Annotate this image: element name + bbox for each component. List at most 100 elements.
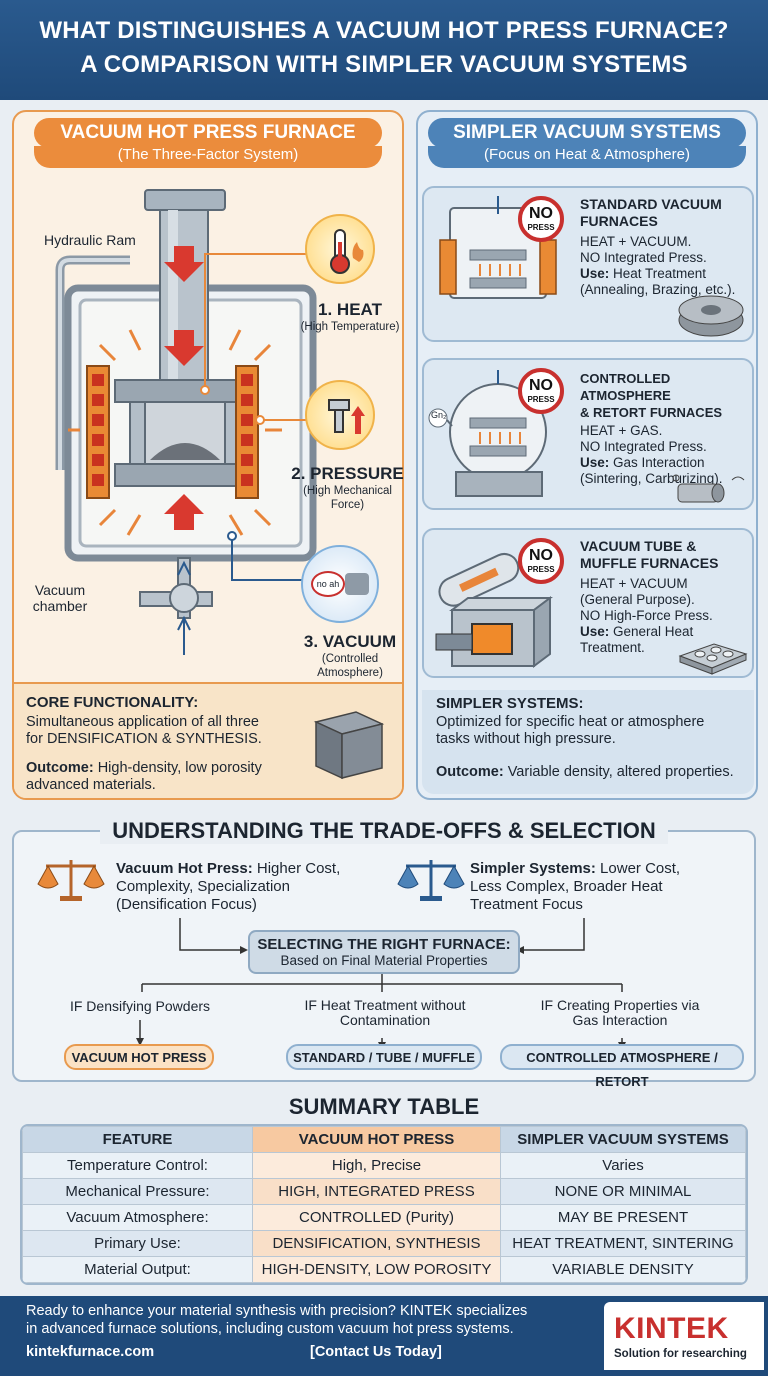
table-cell: NONE OR MINIMAL bbox=[500, 1178, 746, 1205]
pressure-factor-name: 2. PRESSURE bbox=[291, 464, 404, 483]
pump-icon bbox=[345, 573, 369, 595]
pressure-factor-desc1: (High Mechanical bbox=[303, 485, 392, 497]
no-press-badge-3: NO PRESS bbox=[518, 538, 564, 584]
controlled-atmosphere-text: CONTROLLED ATMOSPHERE & RETORT FURNACES … bbox=[580, 370, 755, 487]
vacuum-factor-desc1: (Controlled bbox=[321, 653, 379, 665]
table-cell: CONTROLLED (Purity) bbox=[252, 1204, 501, 1231]
vacuum-chamber-label-line1: Vacuum bbox=[34, 582, 86, 598]
branch-condition-2-line2: Contamination bbox=[339, 1012, 431, 1028]
simpler-systems-text1: Optimized for specific heat or atmospher… bbox=[436, 714, 705, 730]
branch-condition-1: IF Densifying Powders bbox=[50, 998, 230, 1015]
selecting-furnace-title: SELECTING THE RIGHT FURNACE: bbox=[257, 936, 511, 953]
tube-muffle-text: VACUUM TUBE & MUFFLE FURNACES HEAT + VAC… bbox=[580, 538, 752, 656]
controlled-atmosphere-l2: NO Integrated Press. bbox=[580, 439, 707, 454]
table-row: Vacuum Atmosphere: CONTROLLED (Purity) M… bbox=[22, 1204, 746, 1231]
core-outcome-label: Outcome: bbox=[26, 760, 94, 776]
standard-vacuum-l1: HEAT + VACUUM. bbox=[580, 234, 692, 249]
simpler-systems-text: Optimized for specific heat or atmospher… bbox=[436, 714, 704, 748]
table-cell: Vacuum Atmosphere: bbox=[22, 1204, 253, 1231]
branch-condition-3-line2: Gas Interaction bbox=[572, 1012, 668, 1028]
standard-vacuum-use-label: Use: bbox=[580, 266, 610, 281]
branch-condition-1-line1: IF Densifying Powders bbox=[69, 998, 211, 1014]
table-cell: High, Precise bbox=[252, 1152, 501, 1179]
tradeoffs-title: UNDERSTANDING THE TRADE-OFFS & SELECTION bbox=[100, 818, 668, 844]
retort-furnace-illustration bbox=[428, 370, 547, 497]
result-controlled-atmosphere: CONTROLLED ATMOSPHERE / RETORT bbox=[500, 1044, 744, 1089]
result-standard-tube-muffle: STANDARD / TUBE / MUFFLE bbox=[286, 1044, 482, 1070]
tradeoff-simpler-text1: Lower Cost, bbox=[595, 860, 681, 877]
standard-vacuum-text: STANDARD VACUUM FURNACES HEAT + VACUUM. … bbox=[580, 196, 752, 298]
table-cell: Mechanical Pressure: bbox=[22, 1178, 253, 1205]
heat-factor-name: 1. HEAT bbox=[318, 300, 382, 319]
table-row: Primary Use: DENSIFICATION, SYNTHESIS HE… bbox=[22, 1230, 746, 1257]
tradeoff-simpler-text2: Less Complex, Broader Heat bbox=[470, 878, 663, 895]
core-text-line1: Simultaneous application of all three bbox=[26, 714, 259, 730]
tradeoff-simpler-text3: Treatment Focus bbox=[470, 896, 583, 913]
controlled-atmosphere-use-label: Use: bbox=[580, 455, 610, 470]
pipe-fitting-icon bbox=[672, 474, 745, 503]
controlled-atmosphere-use1: Gas Interaction bbox=[609, 455, 705, 470]
vacuum-chamber-label-line2: chamber bbox=[32, 598, 88, 614]
simpler-systems-text2: tasks without high pressure. bbox=[436, 731, 616, 747]
no-press-badge-1-no: NO bbox=[529, 205, 553, 222]
branch-condition-2: IF Heat Treatment without Contamination bbox=[285, 998, 485, 1028]
page-title-line1: WHAT DISTINGUISHES A VACUUM HOT PRESS FU… bbox=[39, 17, 729, 44]
controlled-atmosphere-title2: & RETORT FURNACES bbox=[580, 405, 723, 420]
simpler-outcome-label: Outcome: bbox=[436, 764, 504, 780]
tradeoff-hot-press-text3: (Densification Focus) bbox=[116, 896, 257, 913]
tradeoff-hot-press-text2: Complexity, Specialization bbox=[116, 878, 290, 895]
tube-muffle-use2: Treatment. bbox=[580, 640, 645, 655]
table-cell: Temperature Control: bbox=[22, 1152, 253, 1179]
footer-text-line2: in advanced furnace solutions, including… bbox=[26, 1321, 514, 1337]
dense-material-icon bbox=[306, 700, 390, 784]
scale-icon-right bbox=[397, 860, 465, 901]
vacuum-pump-gauge: no ah bbox=[311, 571, 345, 597]
pressure-factor: 2. PRESSURE (High Mechanical Force) bbox=[290, 464, 405, 512]
page-title-line2: A COMPARISON WITH SIMPLER VACUUM SYSTEMS bbox=[80, 51, 688, 78]
result-vacuum-hot-press: VACUUM HOT PRESS bbox=[64, 1044, 214, 1070]
ring-part-icon bbox=[678, 295, 744, 337]
hot-press-title: VACUUM HOT PRESS FURNACE bbox=[34, 118, 382, 148]
summary-header-row: FEATURE VACUUM HOT PRESS SIMPLER VACUUM … bbox=[22, 1126, 746, 1153]
footer-text: Ready to enhance your material synthesis… bbox=[26, 1302, 606, 1338]
table-row: Mechanical Pressure: HIGH, INTEGRATED PR… bbox=[22, 1178, 746, 1205]
no-press-badge-3-no: NO bbox=[529, 547, 553, 564]
selecting-furnace-sub: Based on Final Material Properties bbox=[280, 953, 488, 968]
core-text-line2: for DENSIFICATION & SYNTHESIS. bbox=[26, 731, 262, 747]
contact-us-link[interactable]: [Contact Us Today] bbox=[310, 1344, 442, 1360]
standard-vacuum-title2: FURNACES bbox=[580, 213, 658, 229]
heat-factor: 1. HEAT (High Temperature) bbox=[300, 300, 400, 335]
summary-title: SUMMARY TABLE bbox=[288, 1094, 480, 1119]
controlled-atmosphere-l1: HEAT + GAS. bbox=[580, 423, 663, 438]
core-outcome-text1: High-density, low porosity bbox=[93, 760, 262, 776]
decision-flow-lines bbox=[136, 918, 626, 1050]
footer-text-line1: Ready to enhance your material synthesis… bbox=[26, 1303, 528, 1319]
core-title: CORE FUNCTIONALITY: bbox=[26, 694, 199, 711]
branch-condition-3: IF Creating Properties via Gas Interacti… bbox=[520, 998, 720, 1028]
footer: Ready to enhance your material synthesis… bbox=[0, 1296, 768, 1376]
controlled-atmosphere-use2: (Sintering, Carburizing). bbox=[580, 471, 723, 486]
tube-muffle-illustration bbox=[435, 552, 553, 668]
tradeoff-hot-press: Vacuum Hot Press: Higher Cost, Complexit… bbox=[116, 860, 340, 914]
simpler-subtitle: (Focus on Heat & Atmosphere) bbox=[428, 146, 746, 168]
selecting-furnace-box: SELECTING THE RIGHT FURNACE: Based on Fi… bbox=[248, 930, 520, 974]
no-press-badge-1-press: PRESS bbox=[527, 223, 555, 232]
vacuum-factor: 3. VACUUM (Controlled Atmosphere) bbox=[300, 632, 400, 680]
vacuum-factor-desc2: Atmosphere) bbox=[317, 667, 383, 679]
no-press-badge-2-no: NO bbox=[529, 377, 553, 394]
lego-part-icon bbox=[678, 643, 748, 675]
footer-site-link[interactable]: kintekfurnace.com bbox=[26, 1344, 155, 1360]
tradeoff-simpler: Simpler Systems: Lower Cost, Less Comple… bbox=[470, 860, 680, 914]
hot-press-subtitle: (The Three-Factor System) bbox=[34, 146, 382, 168]
tube-muffle-l2: (General Purpose). bbox=[580, 592, 695, 607]
core-outcome: Outcome: High-density, low porosity adva… bbox=[26, 760, 262, 794]
vacuum-factor-icon: no ah bbox=[301, 545, 379, 623]
table-row: Material Output: HIGH-DENSITY, LOW POROS… bbox=[22, 1256, 746, 1283]
branch-condition-2-line1: IF Heat Treatment without bbox=[304, 997, 466, 1013]
tradeoff-hot-press-bold: Vacuum Hot Press: bbox=[116, 860, 253, 877]
vacuum-chamber-label: Vacuum chamber bbox=[30, 582, 90, 614]
simpler-outcome-text: Variable density, altered properties. bbox=[503, 764, 734, 780]
table-cell: Varies bbox=[500, 1152, 746, 1179]
tradeoff-hot-press-text1: Higher Cost, bbox=[252, 860, 341, 877]
no-press-badge-2: NO PRESS bbox=[518, 368, 564, 414]
